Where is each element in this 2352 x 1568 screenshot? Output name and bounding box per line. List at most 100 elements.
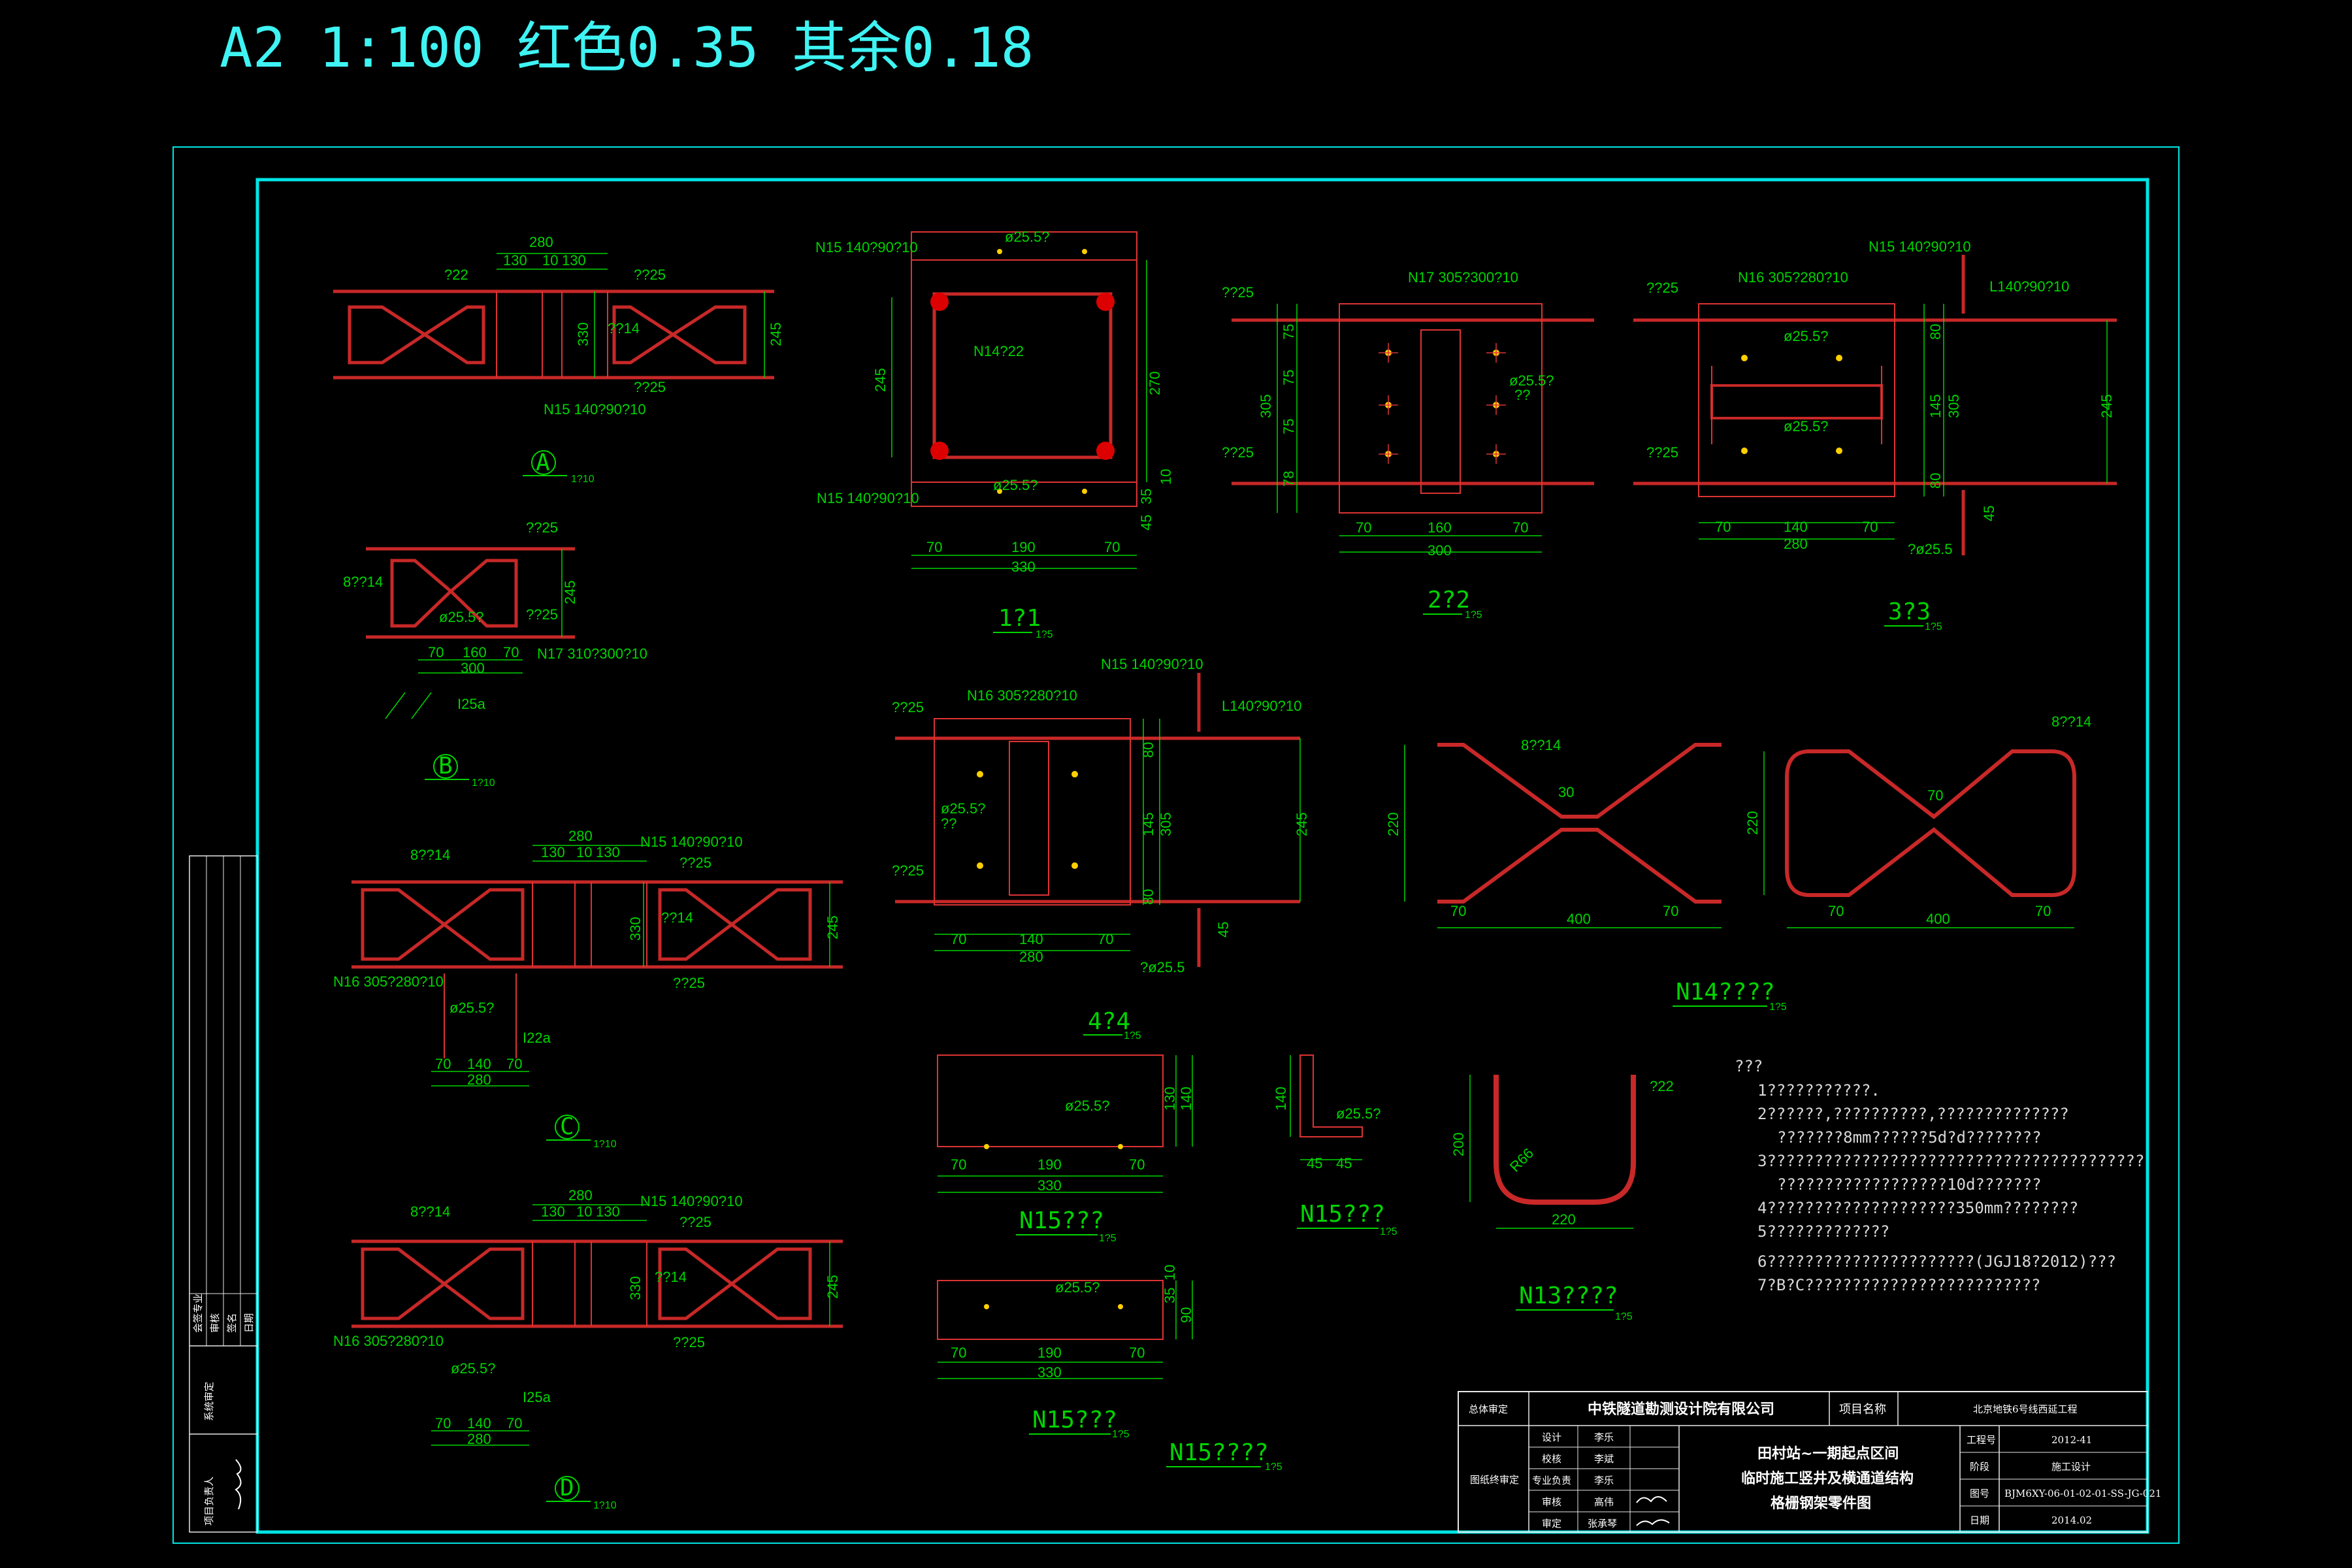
dim-n14-70e: 70 <box>2035 903 2051 919</box>
dim-n15a-130: 130 <box>1162 1086 1178 1111</box>
label-s2-qq: ?? <box>1514 387 1530 403</box>
dim-c-245: 245 <box>825 915 841 939</box>
tb-meta-value-1: 2012-41 <box>2051 1434 2092 1446</box>
tb-name-4: 高伟 <box>1594 1496 1614 1508</box>
dim-s1-190: 190 <box>1011 539 1036 555</box>
section-3-3: N15 140?90?10 N16 305?280?10 ??25 L140?9… <box>1633 238 2117 632</box>
dim-s3-80a: 80 <box>1927 324 1944 340</box>
label-s4-qq: ?? <box>941 815 956 832</box>
dim-s1-270: 270 <box>1147 371 1163 395</box>
tb-project-name: 北京地铁6号线西延工程 <box>1973 1403 2078 1415</box>
side-signature <box>235 1459 242 1510</box>
note-line-1: 1???????????. <box>1757 1081 1880 1100</box>
section-2-2: N17 305?300?10 ??25 ø25.5? ?? ??25 305 7… <box>1222 269 1594 621</box>
dim-a-130a: 130 <box>503 252 527 269</box>
label-c-q14: ??14 <box>661 909 693 926</box>
dim-s1-35: 35 <box>1138 489 1154 504</box>
n15a-scale: 1?5 <box>1099 1233 1117 1244</box>
section-a-label: A <box>536 449 550 476</box>
section-3-3-label: 3?3 <box>1888 598 1931 625</box>
dim-s3-45: 45 <box>1981 506 1997 521</box>
tb-name-5: 张承琴 <box>1588 1518 1617 1529</box>
general-notes: ??? 1???????????. 2??????,??????????,???… <box>1735 1057 2144 1294</box>
section-2-2-label: 2?2 <box>1428 587 1470 613</box>
dim-n15a-190: 190 <box>1037 1156 1062 1173</box>
dim-s1-10: 10 <box>1158 469 1174 485</box>
label-s3-n16: N16 305?280?10 <box>1738 269 1848 286</box>
label-a-n15: N15 140?90?10 <box>544 401 646 417</box>
label-a-q25b: ??25 <box>634 379 666 395</box>
dim-d-10: 10 <box>576 1203 592 1220</box>
n15b-title: N15??? <box>1300 1201 1385 1228</box>
dim-c-140: 140 <box>467 1056 491 1072</box>
section-4-4-label: 4?4 <box>1088 1008 1130 1035</box>
dim-n15c-90: 90 <box>1178 1307 1194 1323</box>
tb-drawing-title-3: 格栅钢架零件图 <box>1771 1495 1871 1512</box>
dim-n15c-70a: 70 <box>951 1345 966 1361</box>
section-c-label: C <box>560 1113 574 1140</box>
dim-c-10: 10 <box>576 844 592 860</box>
section-1-1: N15 140?90?10 ø25.5? N14?22 245 270 N15 … <box>815 229 1174 640</box>
section-a-circle <box>531 450 556 475</box>
label-n15a-phi: ø25.5? <box>1065 1098 1110 1114</box>
dim-b-245: 245 <box>562 580 578 604</box>
dim-n15b-140: 140 <box>1273 1086 1289 1111</box>
detail-a: 280 130 10 130 ?22 ??25 ??14 330 245 ??2… <box>333 234 784 485</box>
label-s4-l140: L140?90?10 <box>1222 698 1301 714</box>
label-d-q14: ??14 <box>655 1269 687 1285</box>
dim-s2-160: 160 <box>1428 519 1452 536</box>
label-s3-n15: N15 140?90?10 <box>1869 238 1971 255</box>
section-b-scale: 1?10 <box>472 777 495 789</box>
n15a-title: N15??? <box>1019 1207 1104 1234</box>
label-s1-n15b: N15 140?90?10 <box>817 490 919 506</box>
dim-s4-80a: 80 <box>1140 742 1156 758</box>
label-d-8q14: 8??14 <box>410 1203 450 1220</box>
dim-s3-80b: 80 <box>1927 473 1944 489</box>
side-cell-4: 日期 <box>243 1313 255 1333</box>
section-d-label: D <box>560 1475 574 1501</box>
tb-signature <box>1636 1496 1670 1526</box>
label-d-phi: ø25.5? <box>451 1360 496 1377</box>
label-n14-8q14b: 8??14 <box>2051 713 2091 730</box>
dim-n13-200: 200 <box>1450 1132 1467 1156</box>
tb-drawing-title-1: 田村站~一期起点区间 <box>1757 1445 1899 1462</box>
n14-title: N14???? <box>1676 979 1775 1005</box>
tb-meta-key-3: 图号 <box>1970 1488 1989 1499</box>
tb-name-2: 李斌 <box>1594 1453 1614 1465</box>
tb-stamp-label: 图纸终审定 <box>1470 1474 1519 1486</box>
detail-b: ??25 8??14 ø25.5? ??25 245 70 160 70 300… <box>343 519 647 789</box>
dim-n14-220a: 220 <box>1385 812 1401 836</box>
dim-s3-140: 140 <box>1784 519 1808 535</box>
dim-n14-70c: 70 <box>1927 787 1943 804</box>
label-s4-phi-b: ?ø25.5 <box>1140 959 1185 975</box>
label-s2-q25b: ??25 <box>1222 444 1254 461</box>
tb-project-label: 项目名称 <box>1839 1403 1886 1416</box>
side-label-a: 系统审定 <box>203 1382 215 1421</box>
label-b-q25a: ??25 <box>526 519 558 536</box>
dim-s4-305: 305 <box>1158 812 1174 836</box>
dim-s4-70b: 70 <box>1098 931 1113 947</box>
n15b-scale: 1?5 <box>1380 1226 1397 1237</box>
section-d-circle <box>555 1476 580 1501</box>
dim-d-70a: 70 <box>435 1415 451 1431</box>
section-3-3-scale: 1?5 <box>1925 621 1942 632</box>
label-s3-phi-a: ø25.5? <box>1784 328 1829 344</box>
dim-b-300: 300 <box>461 660 485 676</box>
dim-s1-70b: 70 <box>1104 539 1120 555</box>
note-heading: ??? <box>1735 1057 1763 1075</box>
label-b-i25: I25a <box>457 696 486 712</box>
label-c-phi: ø25.5? <box>449 1000 495 1016</box>
dim-s3-245: 245 <box>2099 394 2115 418</box>
label-a-q14: ??14 <box>608 320 640 336</box>
tb-meta-key-1: 工程号 <box>1967 1434 1996 1446</box>
dim-s3-145: 145 <box>1927 394 1944 418</box>
n13-scale: 1?5 <box>1615 1311 1633 1322</box>
n15-plate-b: ø25.5? 35 10 90 70 190 70 330 N15??? 1?5… <box>937 1265 1282 1473</box>
tb-company: 中铁隧道勘测设计院有限公司 <box>1588 1401 1774 1418</box>
dim-s1-45: 45 <box>1138 515 1154 531</box>
note-line-3: ???????8mm??????5d?d???????? <box>1777 1128 2042 1147</box>
section-4-4: N15 140?90?10 N16 305?280?10 ??25 L140?9… <box>892 656 1310 1041</box>
label-c-q25b: ??25 <box>673 975 705 991</box>
dim-n14-70b: 70 <box>1663 903 1678 919</box>
n15d-title: N15???? <box>1169 1439 1269 1466</box>
